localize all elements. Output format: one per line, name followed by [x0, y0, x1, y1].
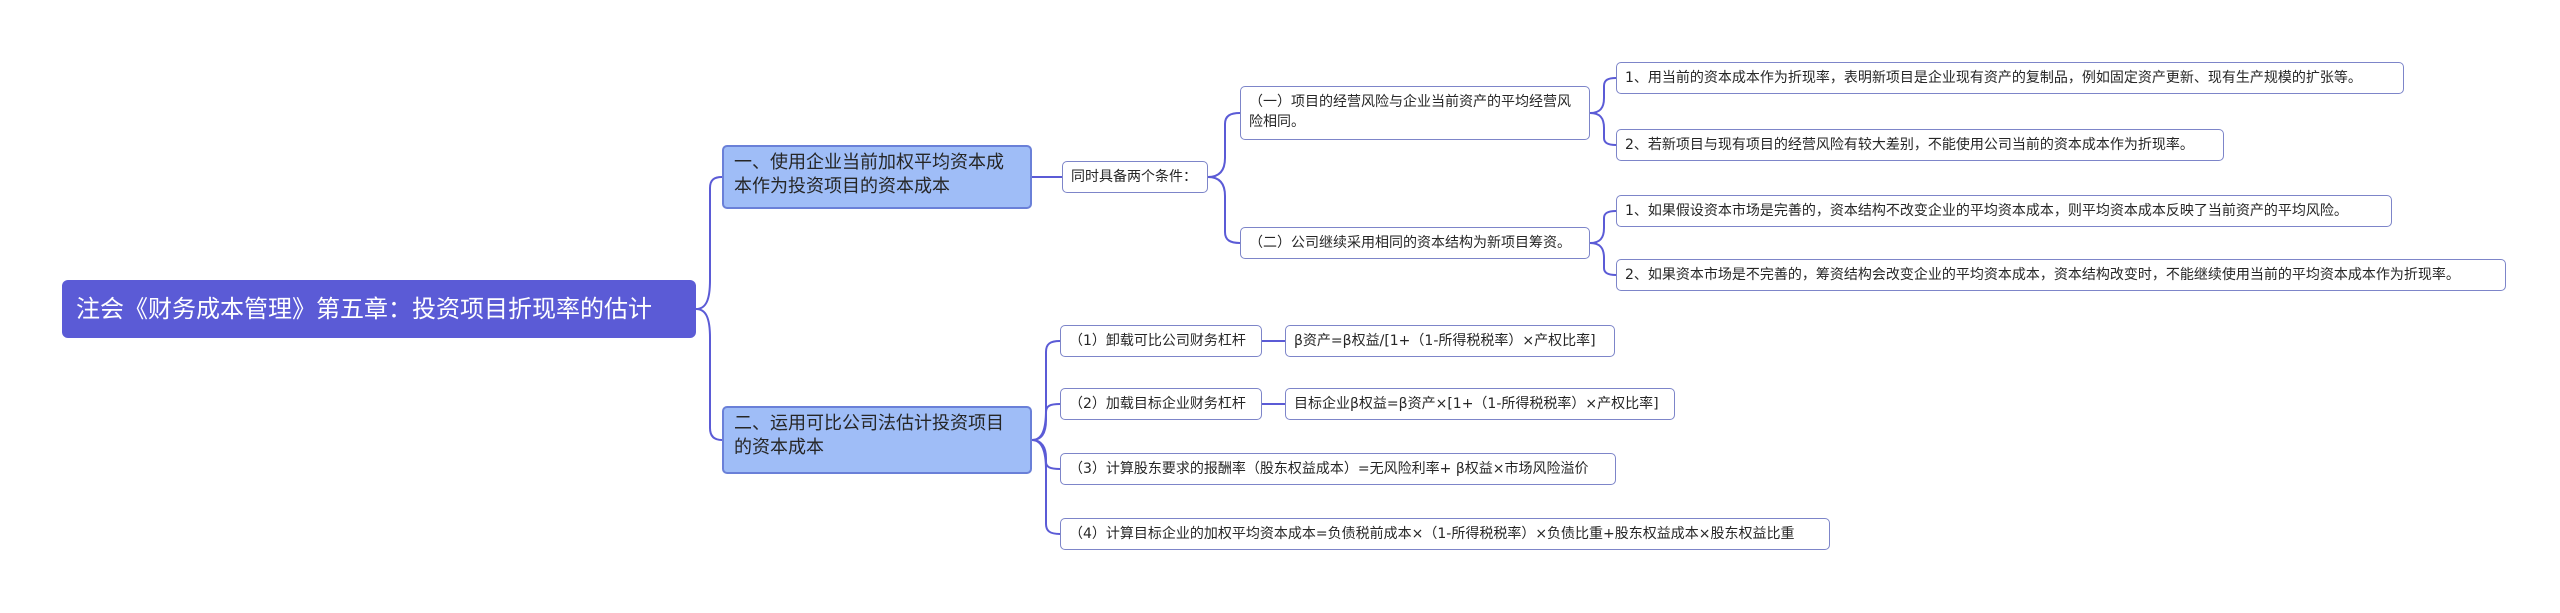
- connector-root-branch1: [695, 176, 723, 310]
- branch1-sub2-item2[interactable]: 2、如果资本市场是不完善的，筹资结构会改变企业的平均资本成本，资本结构改变时，不…: [1616, 259, 2506, 291]
- connector-sub2-item2: [1589, 242, 1617, 276]
- branch1-sub2[interactable]: （二）公司继续采用相同的资本结构为新项目筹资。: [1240, 227, 1590, 259]
- connector-root-branch2: [695, 308, 723, 441]
- branch1-sub1-item2[interactable]: 2、若新项目与现有项目的经营风险有较大差别，不能使用公司当前的资本成本作为折现率…: [1616, 129, 2224, 161]
- branch2-step2[interactable]: （2）加载目标企业财务杠杆: [1060, 388, 1262, 420]
- branch2-step1-formula[interactable]: β资产=β权益/[1+（1-所得税税率）×产权比率]: [1285, 325, 1615, 357]
- connector-condition-sub1: [1207, 112, 1241, 178]
- branch1-sub1[interactable]: （一）项目的经营风险与企业当前资产的平均经营风险相同。: [1240, 86, 1590, 140]
- connector-condition-sub2: [1207, 176, 1241, 244]
- branch1-condition[interactable]: 同时具备两个条件：: [1062, 161, 1208, 193]
- connector-sub1-item2: [1589, 112, 1617, 146]
- connector-branch2-step4: [1031, 439, 1061, 535]
- branch2-step3[interactable]: （3）计算股东要求的报酬率（股东权益成本）=无风险利率+ β权益×市场风险溢价: [1060, 453, 1616, 485]
- connector-sub1-item1: [1589, 77, 1617, 114]
- branch1-topic[interactable]: 一、使用企业当前加权平均资本成本作为投资项目的资本成本: [722, 145, 1032, 209]
- branch1-sub1-item1[interactable]: 1、用当前的资本成本作为折现率，表明新项目是企业现有资产的复制品，例如固定资产更…: [1616, 62, 2404, 94]
- connector-branch2-step2: [1031, 403, 1061, 441]
- connector-sub2-item1: [1589, 210, 1617, 244]
- root-topic[interactable]: 注会《财务成本管理》第五章：投资项目折现率的估计: [62, 280, 696, 338]
- branch2-step2-formula[interactable]: 目标企业β权益=β资产×[1+（1-所得税税率）×产权比率]: [1285, 388, 1675, 420]
- branch2-topic[interactable]: 二、运用可比公司法估计投资项目的资本成本: [722, 406, 1032, 474]
- branch2-step1[interactable]: （1）卸载可比公司财务杠杆: [1060, 325, 1262, 357]
- branch1-sub2-item1[interactable]: 1、如果假设资本市场是完善的，资本结构不改变企业的平均资本成本，则平均资本成本反…: [1616, 195, 2392, 227]
- branch2-step4[interactable]: （4）计算目标企业的加权平均资本成本=负债税前成本×（1-所得税税率）×负债比重…: [1060, 518, 1830, 550]
